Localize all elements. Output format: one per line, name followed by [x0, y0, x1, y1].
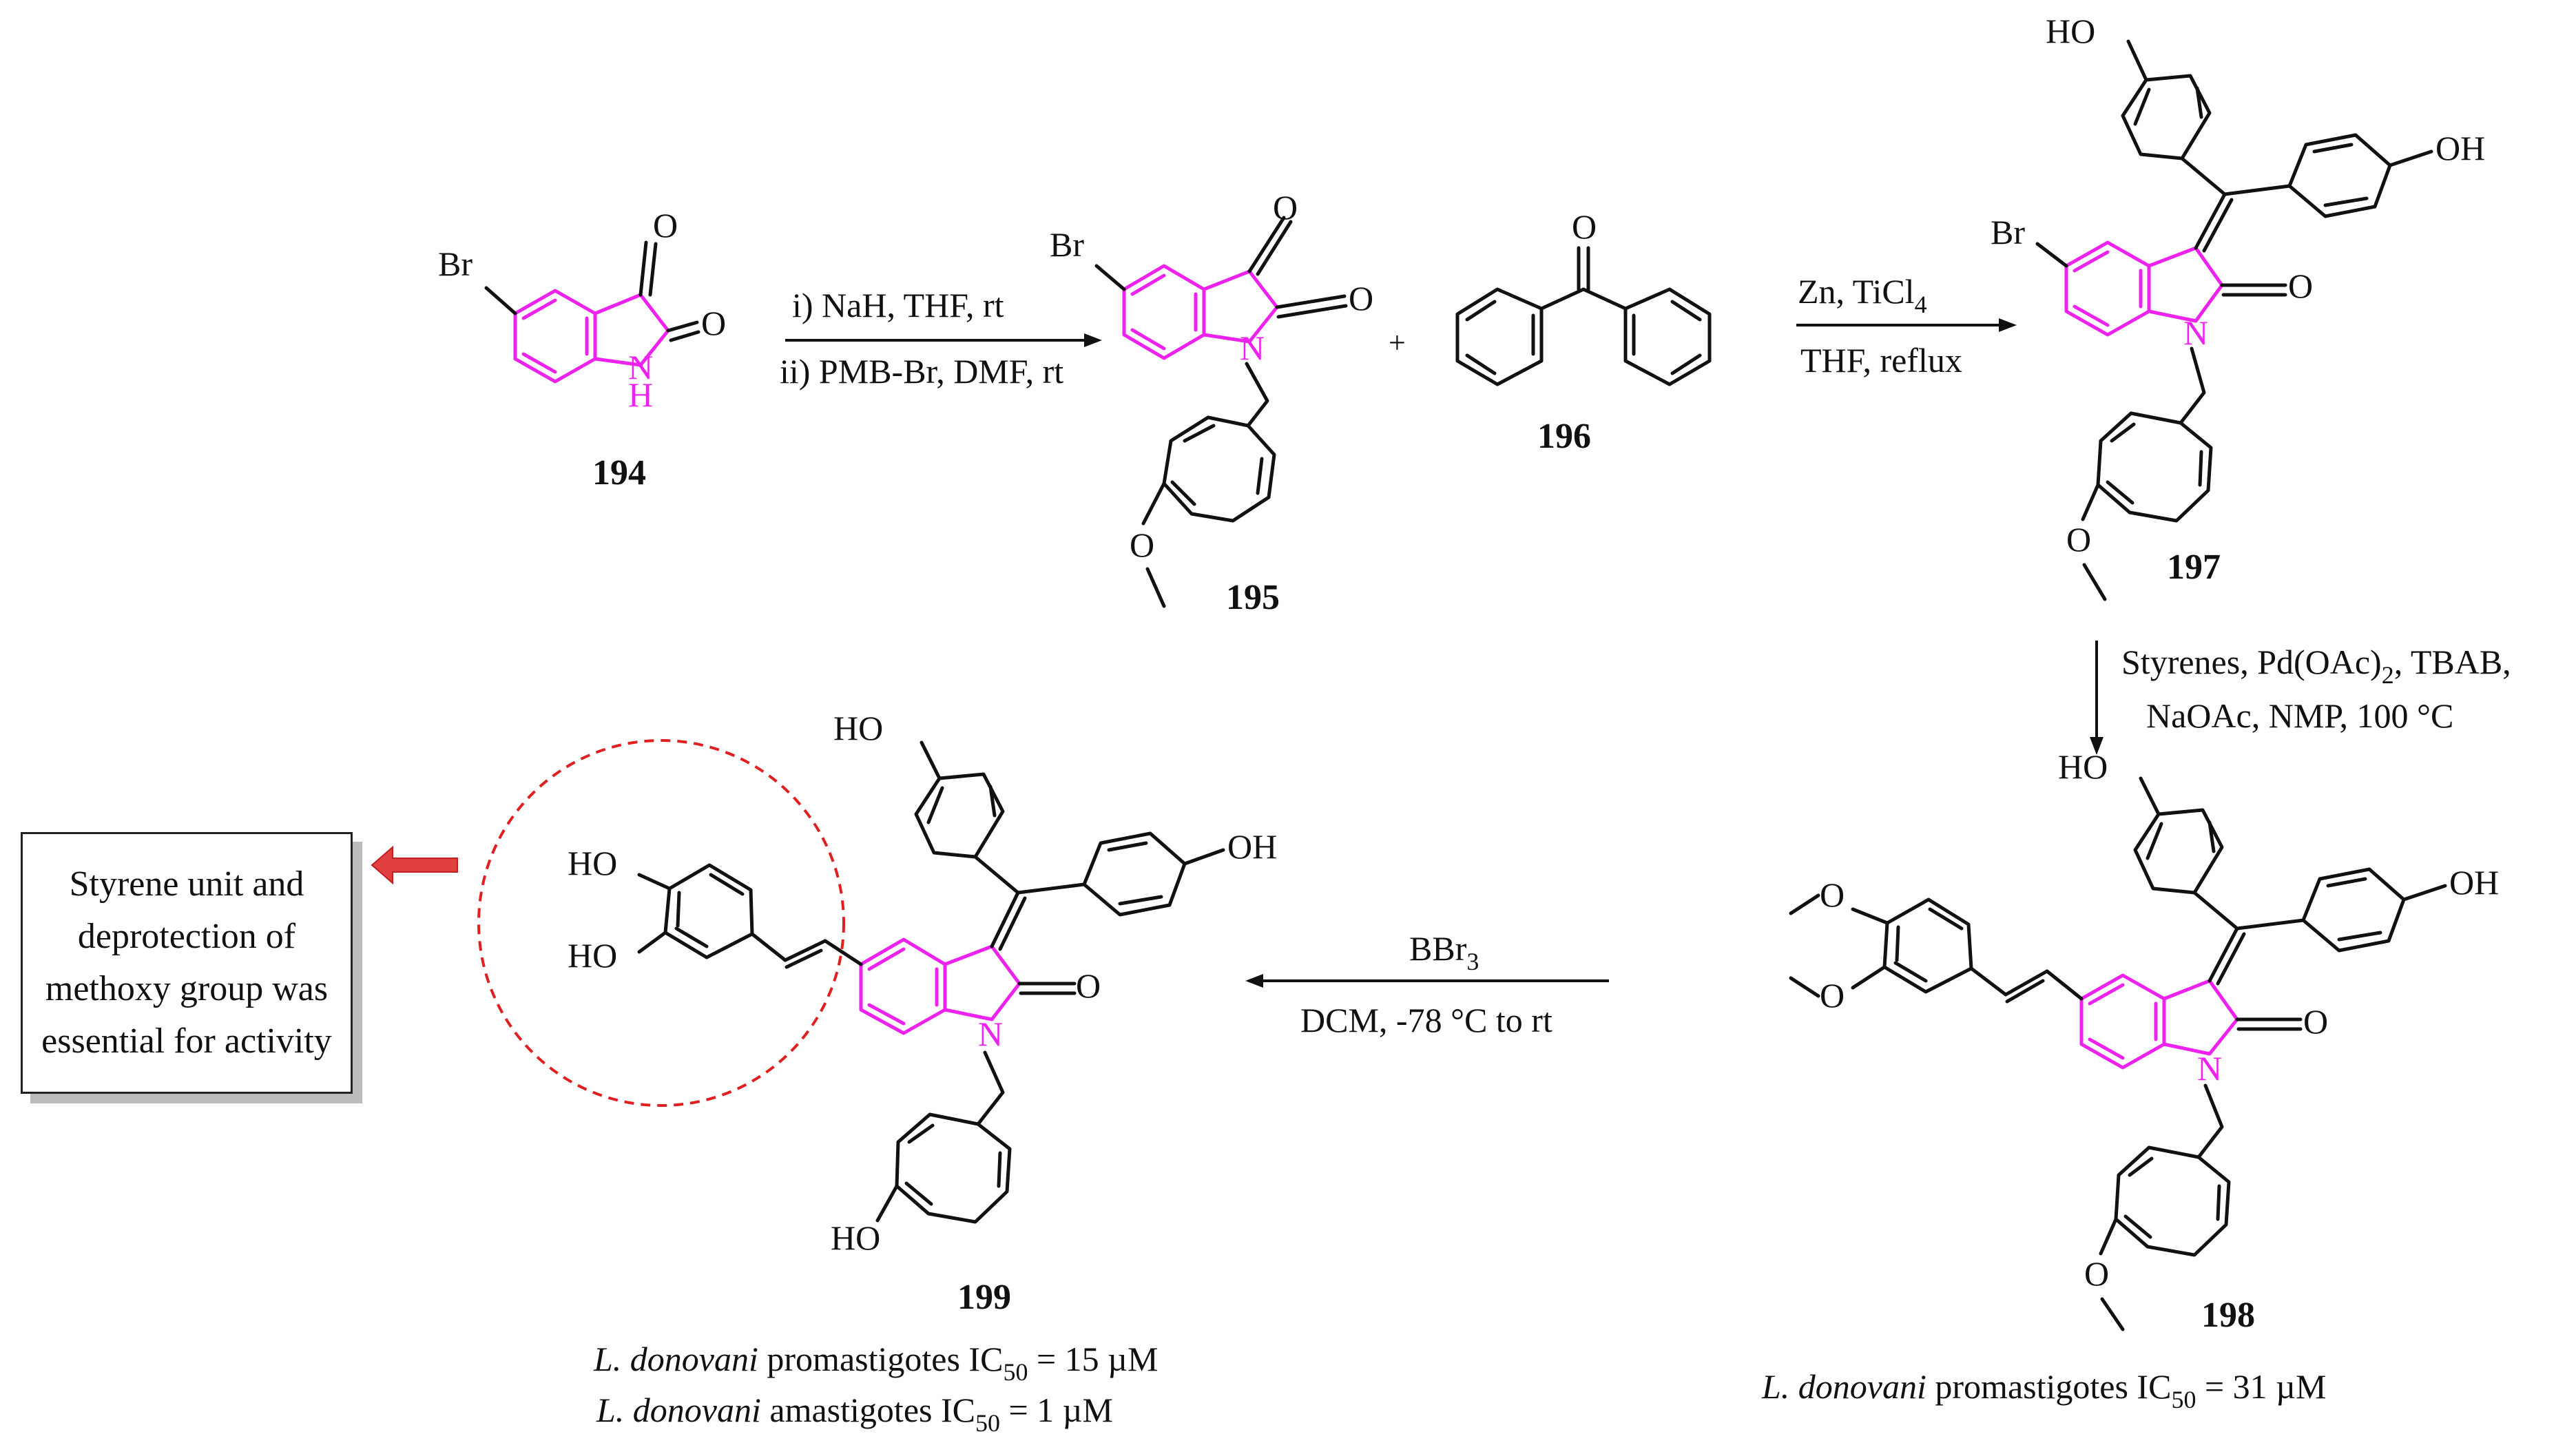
arrow-step-1: i) NaH, THF, rt ii) PMB-Br, DMF, rt [780, 286, 1102, 391]
condition-step2-line2: THF, reflux [1800, 341, 1962, 380]
arrow-step-2: Zn, TiCl4 THF, reflux [1796, 272, 2017, 380]
activity-198: L. donovani promastigotes IC50 = 31 µM [1761, 1367, 2326, 1413]
compound-label-196: 196 [1537, 417, 1591, 456]
condition-step3-line2: NaOAc, NMP, 100 °C [2146, 696, 2453, 735]
compound-label-194: 194 [592, 453, 646, 492]
compound-197: O N Br HO OH O 197 [1991, 12, 2485, 601]
compound-196: O 196 [1455, 207, 1712, 456]
activity-199-amastigotes: L. donovani amastigotes IC50 = 1 µM [596, 1391, 1113, 1437]
methoxy-oxygen: O [2084, 1254, 2109, 1293]
plus-sign: + [1389, 326, 1406, 360]
arrow-step-4: BBr3 DCM, -78 °C to rt [1245, 929, 1609, 1039]
carbonyl-oxygen: O [2288, 267, 2313, 305]
condition-step1-line1: i) NaH, THF, rt [792, 286, 1004, 324]
bromine-atom: Br [1991, 213, 2025, 251]
condition-step2-line1: Zn, TiCl4 [1798, 272, 1927, 318]
nitrogen-atom: N [978, 1015, 1003, 1053]
red-arrow-icon [371, 845, 458, 885]
condition-step3-line1: Styrenes, Pd(OAc)2, TBAB, [2121, 643, 2511, 689]
compound-label-197: 197 [2167, 548, 2221, 587]
methoxy-oxygen: O [1130, 526, 1154, 564]
methoxy-oxygen: O [1820, 875, 1845, 914]
condition-step4-line2: DCM, -78 °C to rt [1300, 1001, 1552, 1039]
nitrogen-atom: N [2197, 1049, 2222, 1088]
condition-step4-line1: BBr3 [1409, 929, 1479, 975]
bromine-atom: Br [1050, 225, 1084, 264]
compound-195: Br O O N O 195 [1050, 188, 1373, 617]
methoxy-oxygen: O [1820, 976, 1845, 1015]
hydrogen-atom: H [628, 375, 653, 414]
compound-label-198: 198 [2201, 1296, 2255, 1335]
hydroxyl-group: HO [2046, 12, 2095, 50]
carbonyl-oxygen: O [653, 206, 678, 245]
activity-199-promastigotes: L. donovani promastigotes IC50 = 15 µM [593, 1340, 1158, 1386]
methoxy-oxygen: O [2066, 520, 2091, 559]
carbonyl-oxygen: O [2303, 1002, 2328, 1041]
carbonyl-oxygen: O [1273, 188, 1298, 227]
nitrogen-atom: N [1240, 329, 1265, 367]
arrow-step-3: Styrenes, Pd(OAc)2, TBAB, NaOAc, NMP, 10… [2090, 641, 2511, 755]
hydroxyl-group: HO [833, 709, 883, 747]
bromine-atom: Br [438, 245, 472, 283]
compound-label-199: 199 [957, 1278, 1011, 1317]
condition-step1-line2: ii) PMB-Br, DMF, rt [780, 352, 1063, 391]
nitrogen-atom: N [2183, 313, 2208, 352]
carbonyl-oxygen: O [1572, 207, 1597, 246]
hydroxyl-group: OH [2435, 129, 2485, 167]
carbonyl-oxygen: O [701, 304, 726, 342]
compound-194: Br O O N H 194 [438, 206, 726, 492]
compound-198: O N HO OH O O [1789, 747, 2499, 1335]
hydroxyl-group: OH [1227, 827, 1277, 866]
sar-note-text: Styrene unit and deprotection of methoxy… [41, 864, 332, 1061]
carbonyl-oxygen: O [1076, 966, 1101, 1005]
hydroxyl-group: OH [2449, 863, 2499, 902]
hydroxyl-group: HO [568, 936, 617, 975]
hydroxyl-group: HO [2058, 747, 2108, 786]
highlight-circle [477, 739, 845, 1107]
compound-label-195: 195 [1226, 578, 1280, 617]
hydroxyl-group: HO [831, 1218, 880, 1257]
carbonyl-oxygen: O [1349, 279, 1373, 318]
hydroxyl-group: HO [568, 844, 617, 882]
nitrogen-atom: N [628, 348, 653, 386]
sar-note-box: Styrene unit and deprotection of methoxy… [21, 832, 353, 1094]
compound-199: O N HO OH HO HO [568, 709, 1277, 1317]
